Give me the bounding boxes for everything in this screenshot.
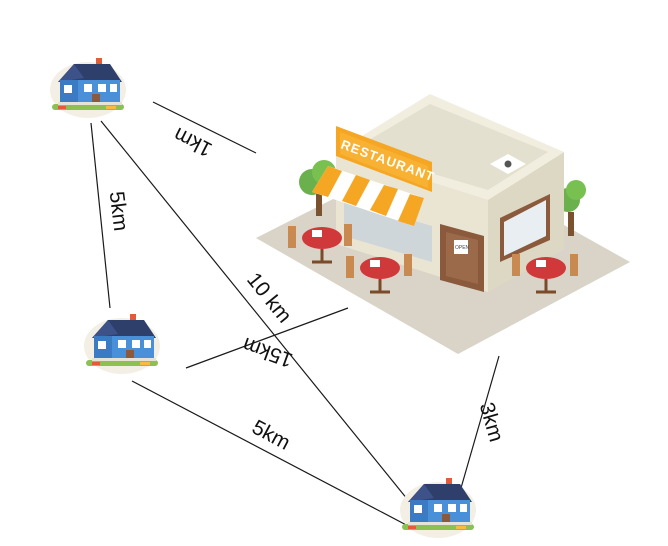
edges — [90, 101, 500, 529]
house-c-icon — [400, 478, 476, 538]
edge-label-house-b-restaurant: 15km — [240, 333, 296, 372]
menu-tag-text: OPEN — [455, 245, 470, 251]
edge-line-house-b-restaurant — [185, 307, 349, 369]
house-b-icon — [84, 314, 160, 374]
edge-label-house-b-house-c: 5km — [248, 416, 294, 455]
restaurant-building: OPEN RESTAURANT — [256, 94, 630, 354]
edge-label-house-a-house-c: 10 km — [242, 268, 296, 327]
table-3 — [512, 254, 578, 294]
edge-line-house-a-restaurant — [152, 101, 257, 154]
edge-label-house-a-house-b: 5km — [105, 190, 133, 232]
edge-line-house-a-house-c — [100, 120, 413, 506]
awning — [312, 166, 424, 226]
menu-tag — [454, 240, 468, 254]
table-1 — [288, 224, 352, 264]
edge-line-house-b-house-c — [131, 380, 413, 529]
table-2 — [346, 254, 412, 294]
edge-label-house-c-restaurant: 3km — [475, 400, 508, 444]
edge-line-house-c-restaurant — [460, 355, 500, 489]
edge-label-house-a-restaurant: 1km — [170, 123, 216, 162]
edge-line-house-a-house-b — [90, 122, 111, 309]
house-a-icon — [50, 58, 126, 118]
